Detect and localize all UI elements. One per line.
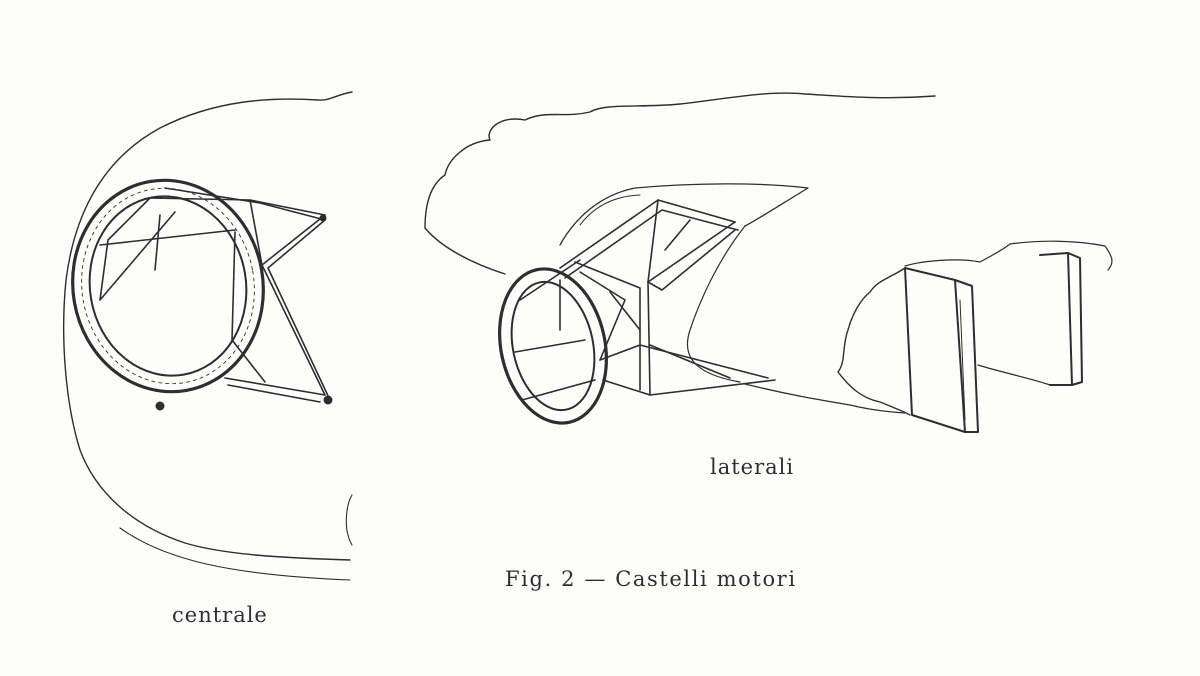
lateral-wing-mid	[977, 364, 1051, 386]
lateral-wing-upper	[904, 240, 1113, 271]
central-nacelle-lower-outline	[119, 527, 351, 581]
lateral-rear-plate-side	[1067, 252, 1083, 386]
central-mount-drawing	[63, 91, 353, 581]
lateral-wing-lower-edge	[744, 383, 906, 414]
central-mount-label: centrale	[172, 603, 268, 627]
central-mount-bolt	[323, 395, 333, 405]
lateral-firewall-plate-front	[904, 267, 966, 433]
lateral-broken-wing-edge	[837, 267, 911, 416]
lateral-nacelle-inner	[579, 194, 641, 226]
lateral-rear-plate-front	[1039, 252, 1073, 386]
lateral-nacelle-top	[559, 183, 809, 246]
central-mount-ring-detail	[81, 187, 255, 385]
central-nacelle-outline	[63, 91, 353, 561]
lateral-nacelle-cowl	[686, 225, 746, 383]
lateral-truss	[514, 199, 776, 401]
central-truss	[99, 187, 331, 403]
central-nacelle-edge	[345, 494, 353, 546]
lateral-mount-ring-inner	[510, 280, 596, 412]
figure-caption: Fig. 2 — Castelli motori	[505, 567, 797, 591]
lateral-firewall-plate-edge	[959, 299, 966, 421]
central-mount-bolt	[155, 401, 165, 411]
central-mount-ring-outer	[71, 178, 265, 394]
lateral-mount-label: laterali	[710, 455, 795, 479]
lateral-firewall-plate-side	[954, 279, 979, 433]
central-mount-bolt	[319, 214, 327, 222]
lateral-mount-ring-outer	[498, 267, 608, 425]
lateral-wing-outline	[424, 92, 936, 275]
lateral-mount-drawing	[424, 92, 1113, 433]
